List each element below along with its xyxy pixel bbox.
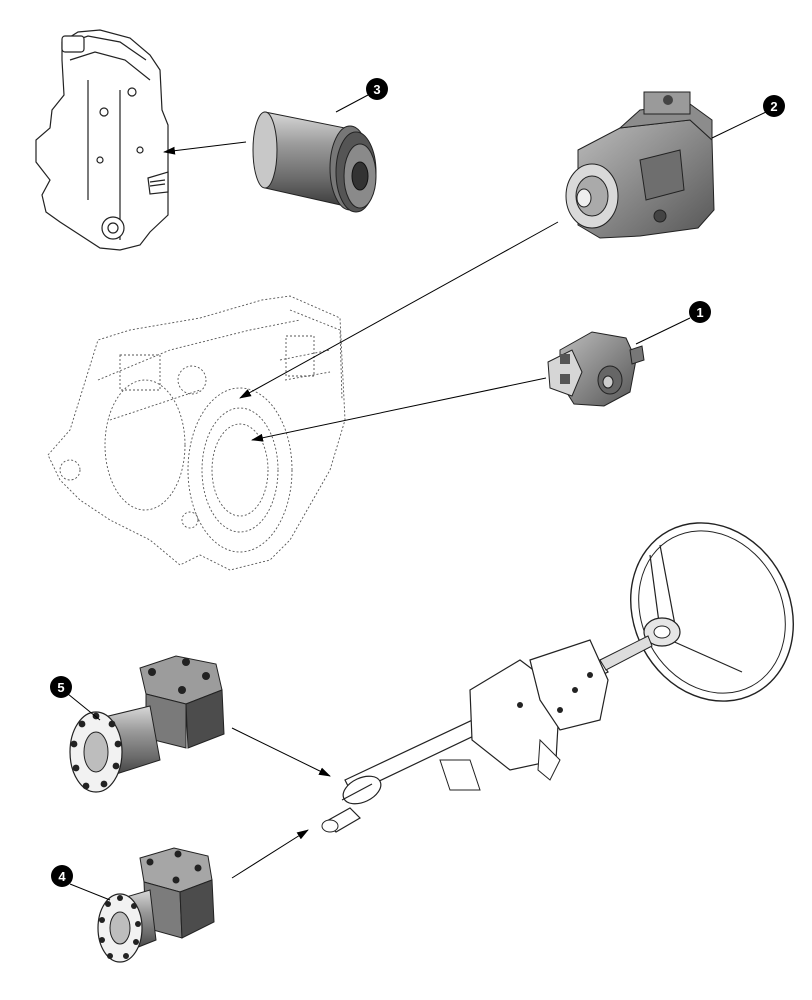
callout-label: 3 — [373, 82, 380, 97]
arrow-part-4 — [231, 829, 309, 879]
callout-badge — [51, 865, 73, 887]
arrow-part-2 — [239, 221, 559, 399]
arrows — [163, 141, 559, 879]
callout-label: 5 — [57, 680, 64, 695]
callout-badge — [366, 78, 388, 100]
callout-badge — [50, 676, 72, 698]
callout-5: 5 — [50, 676, 72, 698]
transmission-housing — [47, 295, 346, 571]
arrow-part-3 — [163, 141, 247, 155]
callout-1: 1 — [689, 301, 711, 323]
callout-badge — [689, 301, 711, 323]
arrow-part-5 — [231, 727, 331, 777]
steering-column-assembly — [321, 522, 794, 833]
callout-label: 4 — [58, 869, 66, 884]
gearbox-housing — [35, 29, 169, 251]
arrow-part-1 — [251, 377, 547, 442]
part-2-hydraulic-pump — [565, 91, 715, 239]
part-3-cartridge — [252, 111, 377, 213]
callout-label: 1 — [696, 305, 703, 320]
callout-4: 4 — [51, 865, 73, 887]
callout-2: 2 — [763, 95, 785, 117]
callout-3: 3 — [366, 78, 388, 100]
callout-badge — [763, 95, 785, 117]
callout-label: 2 — [770, 99, 777, 114]
part-5-steering-unit — [69, 655, 225, 793]
part-4-steering-unit — [97, 847, 215, 963]
leader-lines — [67, 94, 767, 901]
part-1-pump — [547, 331, 645, 407]
